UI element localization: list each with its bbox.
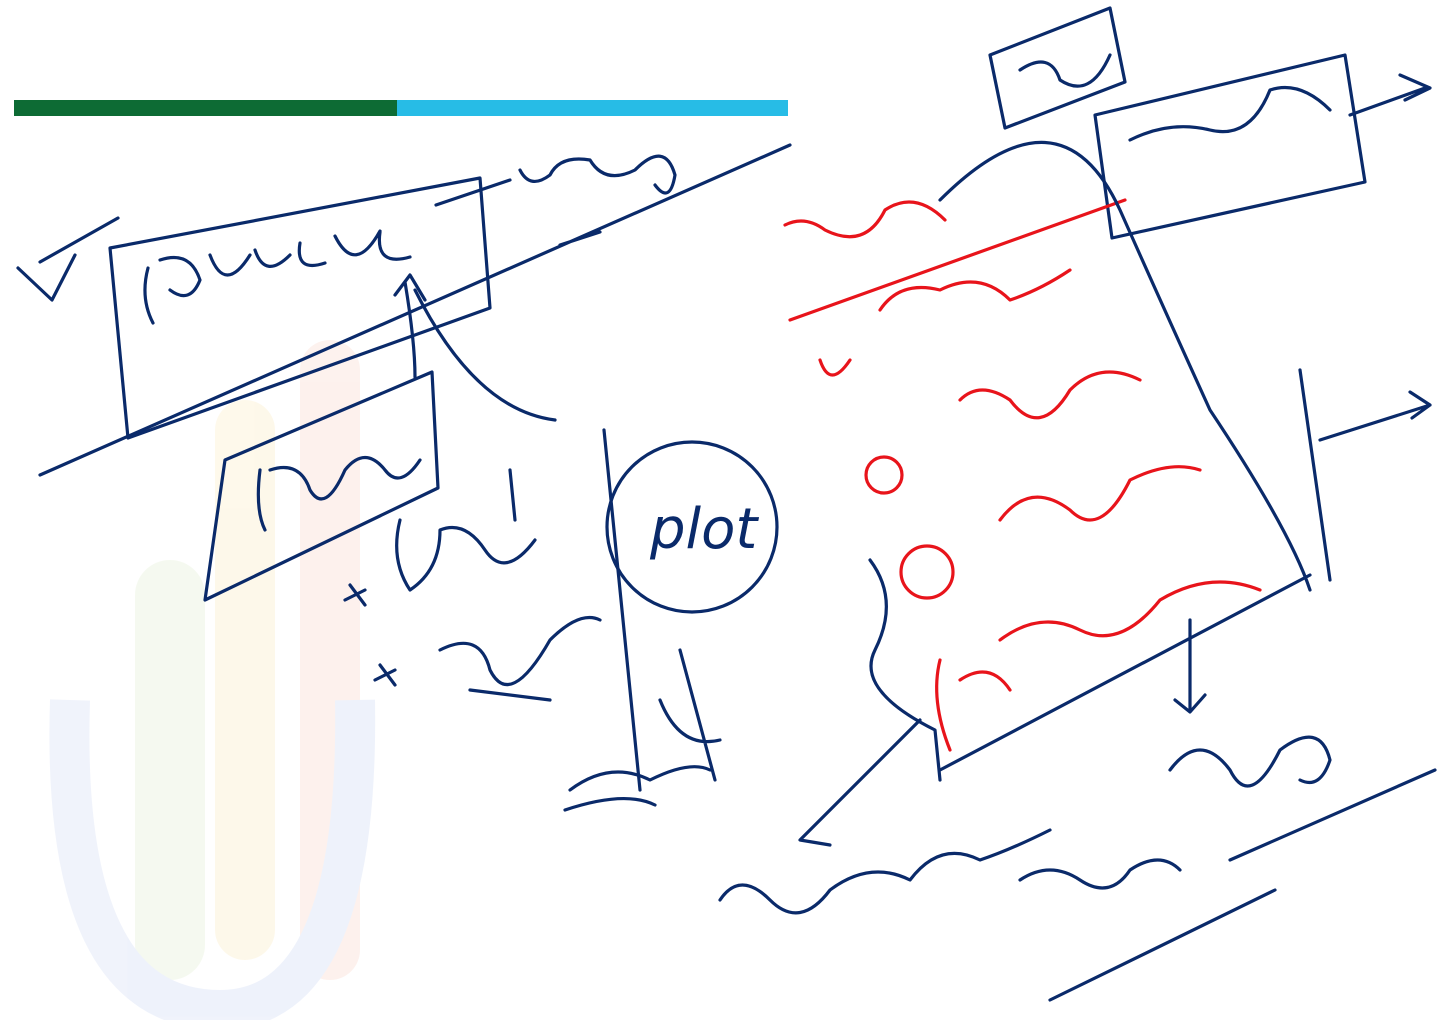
watermark-logo [49, 340, 376, 1020]
scribble-word-bottom-left-2 [718, 828, 1052, 915]
scribble-vertical [602, 428, 722, 792]
scribble-arrow-1 [393, 273, 557, 422]
bullet-item-1 [343, 468, 537, 607]
bullet-item-2 [373, 615, 602, 702]
header-bar-green [14, 100, 397, 116]
scribble-underline-bottom-center [1048, 888, 1277, 1002]
circled-word-ring [605, 440, 779, 614]
boxed-heading-topleft [16, 176, 492, 440]
red-list [783, 198, 1262, 752]
boxed-word-top-right [988, 6, 1432, 240]
scribble-arrow-bottom-left [798, 718, 922, 847]
scribble-underline-bottom-right [1228, 768, 1437, 862]
scribble-word-bottom-center [1018, 858, 1182, 890]
scribble-arrow-down [1173, 618, 1207, 714]
scribble-underline-1 [38, 143, 792, 477]
scribble-line-bottom [938, 573, 1312, 772]
scribble-bracket-right [938, 140, 1312, 592]
scribble-arrow-right [1298, 368, 1432, 582]
scribble-label-1 [434, 154, 677, 207]
circled-word: plot [649, 497, 759, 562]
boxed-heading-middle [203, 370, 440, 602]
header-bar-cyan [397, 100, 788, 116]
scribble-word-bottom-left [563, 765, 712, 812]
scribble-word-bottom-right [1168, 735, 1332, 788]
scribble-brace-left [868, 558, 942, 782]
